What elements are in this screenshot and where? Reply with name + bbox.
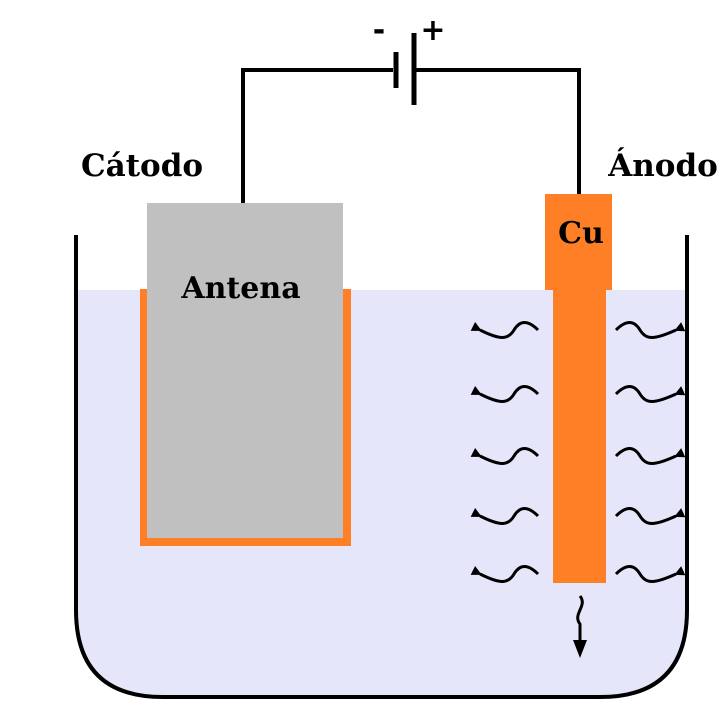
wavy-arrow-icon: [470, 447, 540, 465]
wavy-arrow-icon: [614, 321, 686, 339]
battery-minus-sign: -: [373, 13, 385, 48]
copper-anode-top: [545, 194, 612, 290]
wavy-arrow-icon: [470, 507, 540, 525]
wavy-arrow-icon: [614, 507, 686, 525]
wavy-arrow-icon: [614, 385, 686, 403]
antenna-cathode: [147, 203, 343, 538]
wavy-arrow-icon: [614, 565, 686, 583]
circuit-wire: [241, 68, 393, 203]
copper-anode-bar: [553, 288, 606, 583]
wavy-arrow-icon: [470, 565, 540, 583]
sediment-arrowhead: [573, 640, 587, 658]
container-outline: [74, 235, 689, 699]
ion-arrows-right: [614, 321, 686, 583]
cathode-label: Cátodo: [81, 148, 203, 184]
sediment-arrow-icon: [576, 595, 584, 648]
wavy-arrow-icon: [470, 385, 540, 403]
ion-arrows-left: [470, 321, 540, 583]
anode-label: Ánodo: [607, 146, 718, 184]
circuit-wire-right: [415, 68, 581, 196]
copper-label: Cu: [558, 216, 604, 251]
antenna-label: Antena: [180, 271, 300, 306]
battery-icon: [393, 33, 417, 105]
wavy-arrow-icon: [614, 447, 686, 465]
battery-plus-sign: +: [420, 13, 445, 48]
wavy-arrow-icon: [470, 321, 540, 339]
